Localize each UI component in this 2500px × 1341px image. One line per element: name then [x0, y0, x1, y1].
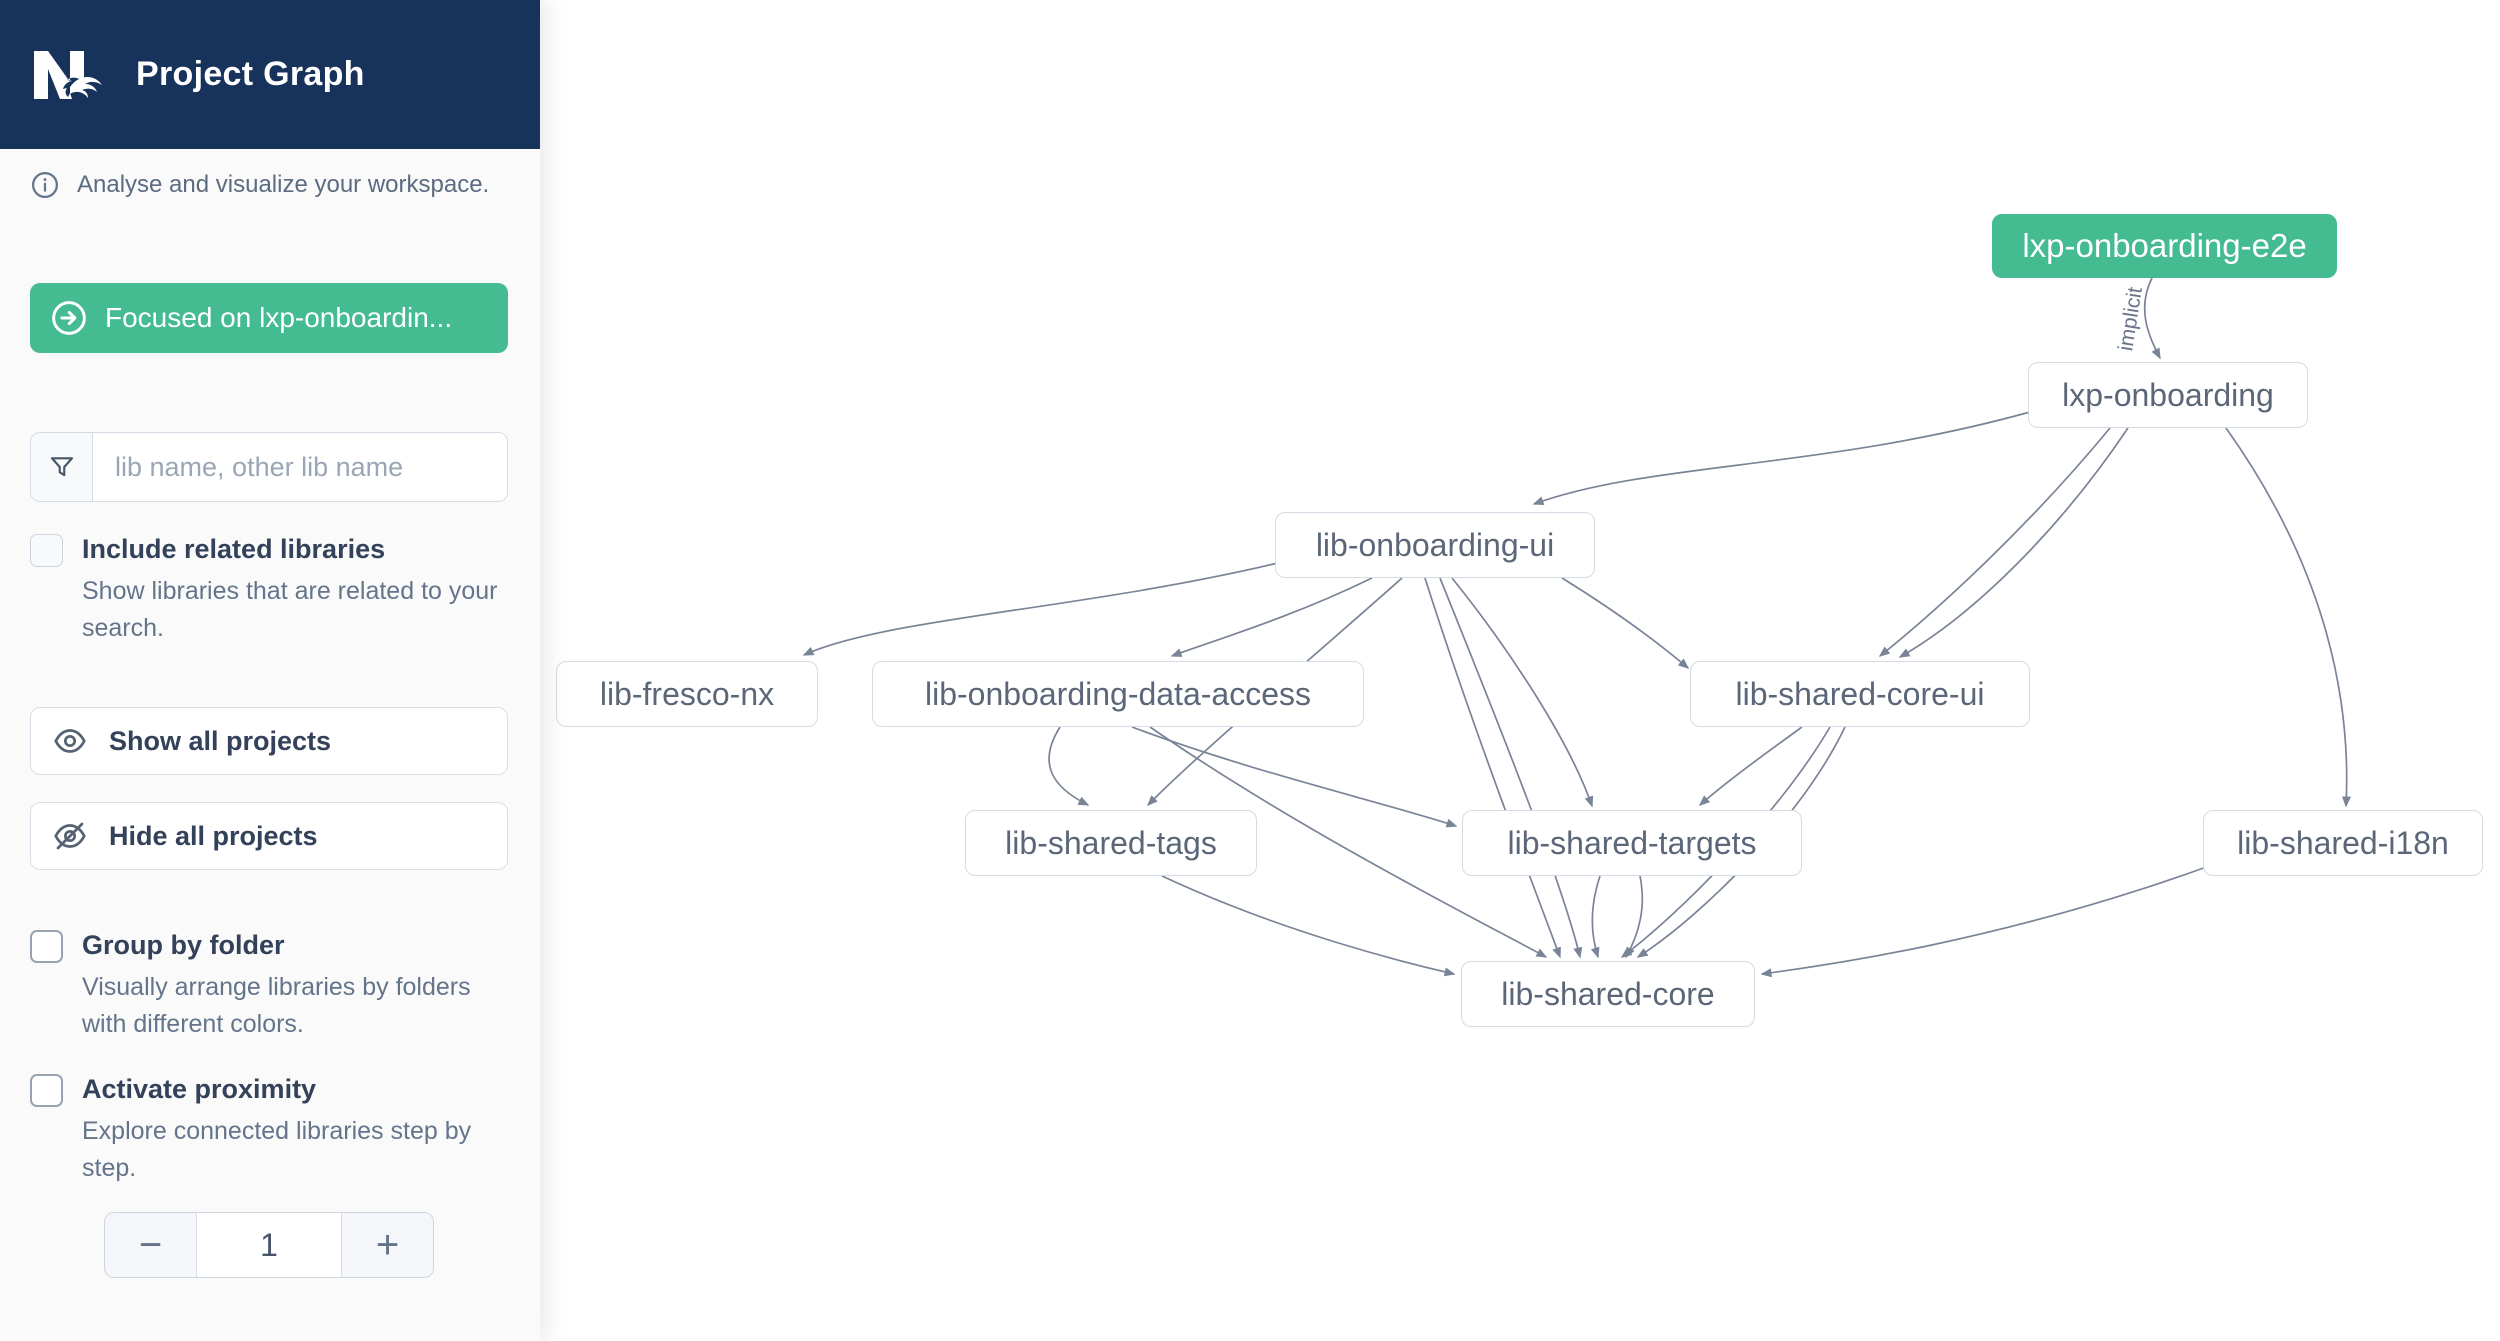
graph-node-lib-shared-targets[interactable]: lib-shared-targets [1462, 810, 1802, 876]
edge-lib-onboarding-ui-to-lib-shared-core [1424, 577, 1561, 959]
edge-lib-shared-targets-to-lib-shared-core [1625, 875, 1644, 959]
eye-off-icon [52, 818, 88, 854]
show-all-projects-button[interactable]: Show all projects [30, 707, 508, 775]
proximity-increment-button[interactable]: + [341, 1213, 433, 1277]
edge-lib-onboarding-ui-to-lib-shared-targets [1451, 577, 1594, 808]
show-all-projects-label: Show all projects [109, 725, 332, 756]
edge-lxp-onboarding-to-lib-shared-core-ui [1878, 427, 2111, 657]
tagline-text: Analyse and visualize your workspace. [77, 171, 490, 198]
edge-lib-onboarding-ui-to-lib-shared-core [1439, 577, 1583, 959]
include-related-label: Include related libraries [82, 534, 386, 564]
edge-lib-onboarding-ui-to-lib-shared-core-ui [1561, 577, 1690, 669]
graph-node-lib-fresco-nx[interactable]: lib-fresco-nx [556, 661, 818, 727]
edge-lib-shared-targets-to-lib-shared-core [1590, 875, 1601, 959]
edge-lib-shared-i18n-to-lib-shared-core [1760, 864, 2213, 978]
tagline: Analyse and visualize your workspace. [30, 170, 520, 200]
graph-node-lib-shared-i18n[interactable]: lib-shared-i18n [2203, 810, 2483, 876]
info-icon [30, 170, 60, 200]
edge-lib-onboarding-ui-to-lib-onboarding-data-access [1170, 577, 1373, 657]
edge-lxp-onboarding-to-lib-shared-core-ui [1898, 427, 2129, 658]
proximity-stepper: − 1 + [104, 1212, 434, 1278]
edge-lxp-onboarding-e2e-to-lxp-onboarding [2143, 277, 2161, 360]
graph-node-lib-shared-core-ui[interactable]: lib-shared-core-ui [1690, 661, 2030, 727]
edge-lxp-onboarding-to-lib-shared-i18n [2225, 427, 2351, 808]
focused-button[interactable]: Focused on lxp-onboardin... [30, 283, 508, 353]
edge-lib-onboarding-ui-to-lib-fresco-nx [802, 562, 1279, 656]
graph-node-lxp-onboarding[interactable]: lxp-onboarding [2028, 362, 2308, 428]
include-related-description: Show libraries that are related to your … [82, 577, 498, 642]
group-by-folder-label: Group by folder [82, 930, 285, 960]
nx-logo [30, 49, 108, 101]
activate-proximity-description: Explore connected libraries step by step… [82, 1117, 472, 1182]
graph-node-lib-shared-tags[interactable]: lib-shared-tags [965, 810, 1257, 876]
edge-lib-shared-core-ui-to-lib-shared-targets [1698, 726, 1803, 806]
graph-edges-layer: implicit [802, 277, 2351, 978]
eye-icon [52, 723, 88, 759]
app-header: Project Graph [0, 0, 540, 149]
filter-input[interactable] [93, 433, 507, 501]
include-related-row: Include related libraries Show libraries… [30, 532, 510, 647]
edge-label-implicit: implicit [2114, 285, 2147, 352]
activate-proximity-checkbox[interactable] [30, 1074, 63, 1107]
filter-box [30, 432, 508, 502]
edge-lib-onboarding-data-access-to-lib-shared-targets [1131, 726, 1458, 828]
proximity-value: 1 [260, 1226, 278, 1263]
edge-lib-onboarding-data-access-to-lib-shared-core [1149, 726, 1548, 958]
sidebar: Project Graph Analyse and visualize your… [0, 0, 540, 1341]
filter-icon [31, 433, 93, 501]
group-by-folder-checkbox[interactable] [30, 930, 63, 963]
arrow-right-circle-icon [50, 299, 88, 337]
include-related-checkbox[interactable] [30, 534, 63, 567]
graph-node-lxp-onboarding-e2e[interactable]: lxp-onboarding-e2e [1992, 214, 2337, 278]
group-by-folder-description: Visually arrange libraries by folders wi… [82, 973, 471, 1038]
graph-node-lib-onboarding-ui[interactable]: lib-onboarding-ui [1275, 512, 1595, 578]
graph-canvas[interactable]: implicit lxp-onboarding-e2e lxp-onboardin… [540, 0, 2500, 1341]
edge-lib-onboarding-data-access-to-lib-shared-tags [1048, 726, 1090, 806]
graph-node-lib-onboarding-data-access[interactable]: lib-onboarding-data-access [872, 661, 1364, 727]
app-title: Project Graph [136, 55, 365, 93]
hide-all-projects-label: Hide all projects [109, 820, 318, 851]
group-by-folder-row: Group by folder Visually arrange librari… [30, 928, 510, 1043]
edge-lxp-onboarding-to-lib-onboarding-ui [1532, 411, 2031, 506]
graph-node-lib-shared-core[interactable]: lib-shared-core [1461, 961, 1755, 1027]
hide-all-projects-button[interactable]: Hide all projects [30, 802, 508, 870]
edge-lib-shared-tags-to-lib-shared-core [1161, 875, 1456, 977]
activate-proximity-label: Activate proximity [82, 1074, 317, 1104]
focused-button-label: Focused on lxp-onboardin... [105, 302, 453, 333]
proximity-decrement-button[interactable]: − [105, 1213, 197, 1277]
activate-proximity-row: Activate proximity Explore connected lib… [30, 1072, 510, 1187]
